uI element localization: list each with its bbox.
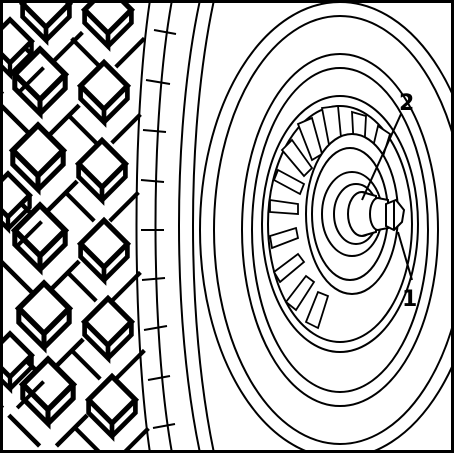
- axle-nut: [347, 191, 406, 237]
- callout-1-leader: [397, 231, 413, 281]
- callout-2-leader: [361, 113, 402, 201]
- callout-1-label: 1: [402, 287, 417, 312]
- wheel-spokes: [268, 104, 392, 330]
- tire-sidewall: [135, 2, 215, 451]
- tire-tread: [0, 0, 148, 453]
- wheel-rim: [199, 2, 452, 451]
- callout-2-label: 2: [399, 91, 414, 116]
